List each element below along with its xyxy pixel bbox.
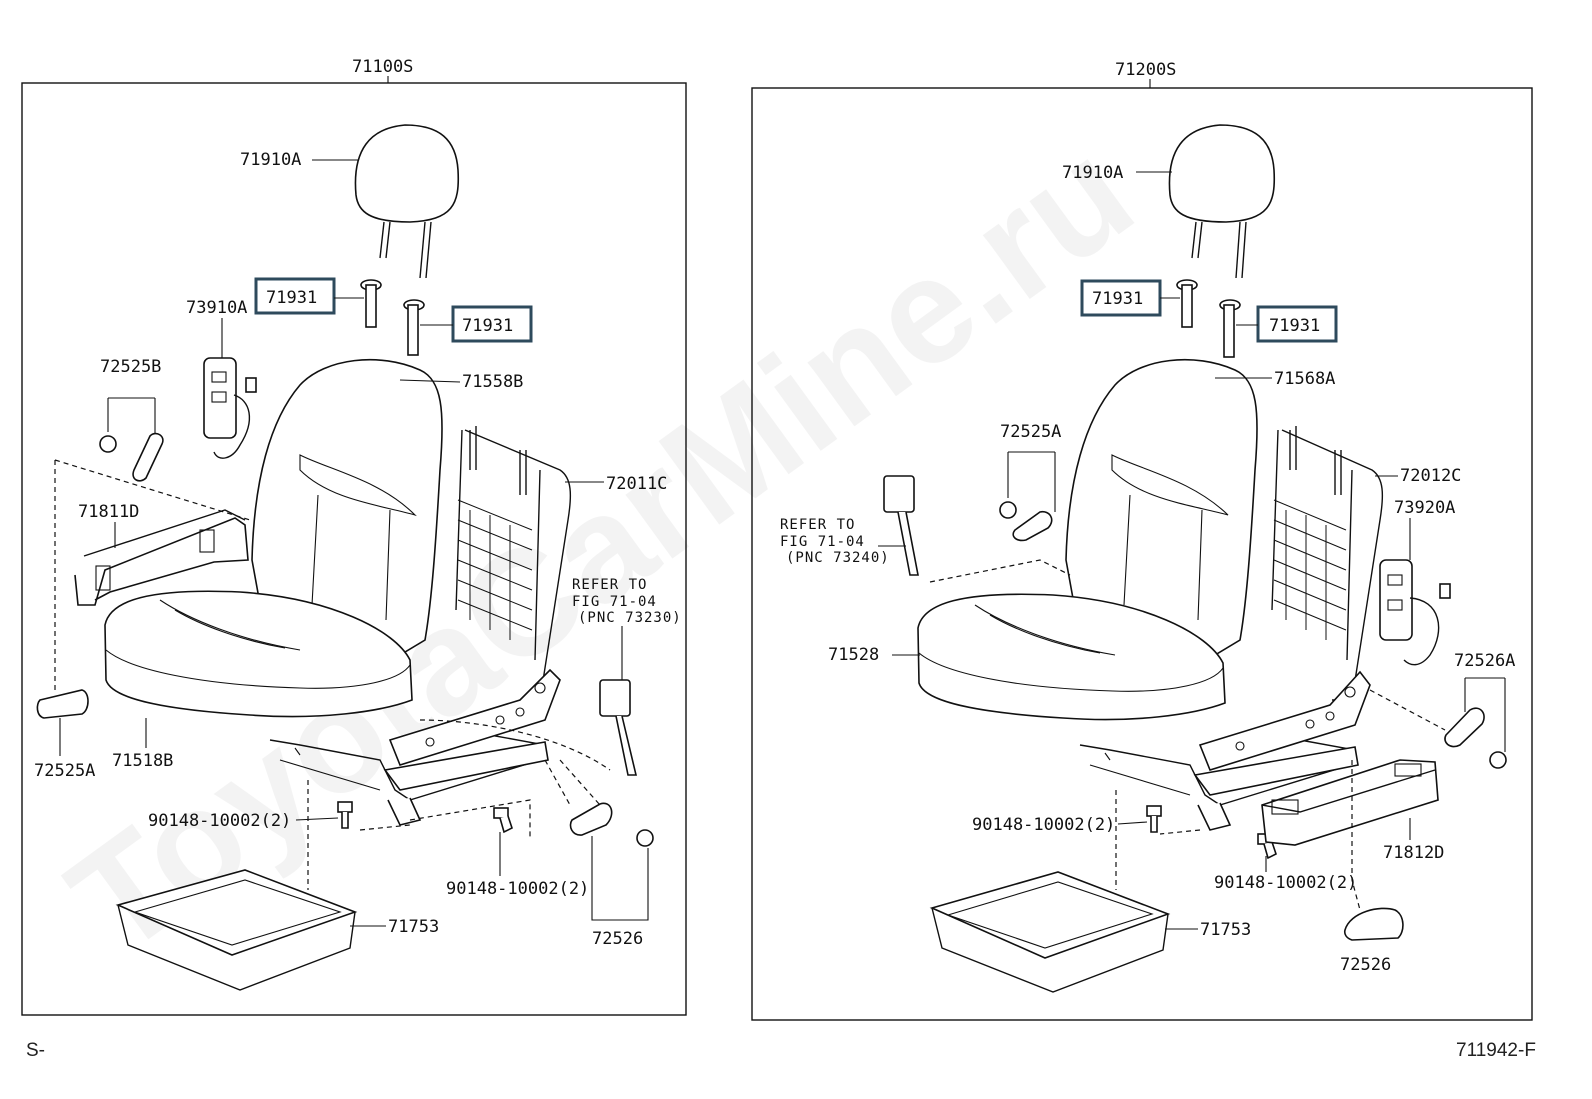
right-headrest-label: 71910A [1062, 163, 1123, 183]
right-bolt-2-label: 90148-10002(2) [1214, 873, 1357, 893]
right-seat-back [1065, 358, 1258, 656]
right-back-cover-label: 71568A [1274, 369, 1335, 389]
footer-figure-code: 711942-F [1456, 1040, 1536, 1061]
right-clip-set-label: 72525A [1000, 422, 1061, 442]
left-bolt-2-label: 90148-10002(2) [446, 879, 589, 899]
left-headrest-label: 71910A [240, 150, 301, 170]
right-seat-adjuster [1079, 670, 1371, 831]
right-switch-label: 73920A [1394, 498, 1455, 518]
left-support-2-label: 71931 [462, 316, 513, 336]
left-bolt-1-label: 90148-10002(2) [148, 811, 291, 831]
left-cover-set-label: 72526 [592, 929, 643, 949]
left-refer-line1: REFER TO [572, 577, 647, 593]
right-refer-line2: FIG 71-04 [780, 534, 865, 550]
left-frame [455, 426, 572, 701]
left-panel-frame [21, 82, 687, 1016]
left-cover-a [569, 802, 613, 836]
right-switch [1379, 559, 1451, 666]
right-bolt-1 [1146, 805, 1162, 833]
left-bolt-2 [493, 807, 513, 834]
left-back-cover-label: 71558B [462, 372, 523, 392]
right-frame [1271, 426, 1384, 701]
left-bolt-1 [337, 801, 353, 829]
right-side-shield [1261, 759, 1439, 846]
right-side-shield-label: 71812D [1383, 843, 1444, 863]
left-support-1-highlight [254, 277, 336, 315]
footer-left-code: S- [26, 1040, 45, 1061]
right-panel: 71200S 71910A 71931 71931 71568A [751, 60, 1533, 1021]
left-seat-adjuster [269, 668, 561, 826]
right-support-2-label: 71931 [1269, 316, 1320, 336]
left-switch [203, 357, 257, 459]
right-pan-label: 71753 [1200, 920, 1251, 940]
right-support-2-highlight [1256, 305, 1338, 343]
right-clip [999, 501, 1017, 519]
left-refer-line2: FIG 71-04 [572, 594, 657, 610]
left-knob-label: 72525A [34, 761, 95, 781]
right-headrest [1168, 124, 1276, 279]
left-seatbelt-buckle [599, 679, 638, 776]
right-support-1-label: 71931 [1092, 289, 1143, 309]
left-knob [36, 689, 89, 719]
right-bolt-1-label: 90148-10002(2) [972, 815, 1115, 835]
right-cover-a [1444, 707, 1485, 748]
right-cover-label: 72526 [1340, 955, 1391, 975]
left-headrest [354, 124, 460, 279]
left-headrest-supports [360, 279, 425, 356]
left-seat-pan [115, 869, 358, 991]
right-cushion-cover-label: 71528 [828, 645, 879, 665]
left-seat-cushion [104, 590, 413, 718]
right-seat-pan [929, 871, 1171, 993]
left-cover-cap [636, 829, 654, 847]
left-clip-set-label: 72525B [100, 357, 161, 377]
right-refer-line1: REFER TO [780, 517, 855, 533]
left-panel: 71100S 71910A 71931 71931 [21, 57, 687, 1016]
left-switch-label: 73910A [186, 298, 247, 318]
left-clip [99, 435, 117, 453]
right-headrest-supports [1176, 279, 1241, 358]
right-cover-cap [1489, 751, 1507, 769]
left-support-2-highlight [451, 305, 533, 343]
right-frame-label: 72012C [1400, 466, 1461, 486]
left-side-shield-label: 71811D [78, 502, 139, 522]
right-refer-line3: (PNC 73240) [786, 550, 890, 566]
left-clip-cover [132, 432, 164, 482]
right-clip-cover [1012, 510, 1053, 542]
left-cushion-cover-label: 71518B [112, 751, 173, 771]
right-cover [1343, 907, 1404, 941]
right-panel-frame [751, 87, 1533, 1021]
left-frame-label: 72011C [606, 474, 667, 494]
right-assembly-label: 71200S [1115, 60, 1176, 80]
left-refer-line3: (PNC 73230) [578, 610, 682, 626]
right-seatbelt-buckle [883, 475, 919, 576]
left-support-1-label: 71931 [266, 288, 317, 308]
right-seat-cushion [917, 593, 1226, 721]
left-assembly-label: 71100S [352, 57, 413, 77]
right-cover-set-a-label: 72526A [1454, 651, 1515, 671]
left-pan-label: 71753 [388, 917, 439, 937]
